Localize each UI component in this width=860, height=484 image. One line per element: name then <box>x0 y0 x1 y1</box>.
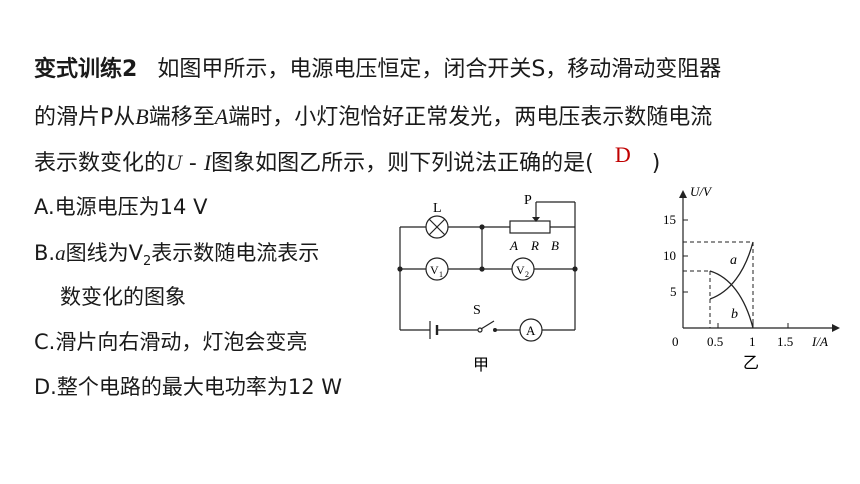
y-axis-arrow-icon <box>679 190 687 198</box>
lamp-symbol <box>425 215 449 239</box>
curve-b <box>709 270 754 329</box>
rheostat-a-label: A <box>509 238 518 253</box>
voltmeter-2-symbol: V 2 <box>511 257 535 281</box>
svg-text:A: A <box>526 323 536 338</box>
origin-label: 0 <box>672 334 679 349</box>
junction-dots <box>397 224 578 272</box>
slider-arrow-icon <box>532 217 540 222</box>
battery-symbol <box>429 321 439 339</box>
svg-text:V: V <box>430 263 439 277</box>
option-c: C.滑片向右滑动，灯泡会变亮 <box>34 330 308 354</box>
svg-text:V: V <box>516 263 525 277</box>
curve-a <box>709 241 754 300</box>
curve-a-label: a <box>730 253 737 268</box>
y-tick-10: 10 <box>663 248 676 263</box>
y-tick-15: 15 <box>663 212 676 227</box>
rheostat-symbol <box>509 220 551 234</box>
y-tick-5: 5 <box>670 284 677 299</box>
dashed-guides <box>683 241 754 328</box>
question-line-2: 的滑片P从B端移至A端时，小灯泡恰好正常发光，两电压表示数随电流 <box>34 104 713 130</box>
option-b-continued: 数变化的图象 <box>60 285 186 309</box>
ammeter-symbol: A <box>519 318 543 342</box>
svg-text:1: 1 <box>439 270 443 279</box>
switch-label: S <box>473 303 481 318</box>
question-line-3: 表示数变化的U - I图象如图乙所示，则下列说法正确的是(D) <box>34 142 661 176</box>
switch-symbol <box>477 320 497 333</box>
rheostat-b-label: B <box>551 238 559 253</box>
circuit-caption: 甲 <box>473 357 489 374</box>
lamp-label: L <box>433 201 442 216</box>
option-a: A.电源电压为14 V <box>34 195 208 219</box>
x-axis-label: I/A <box>811 334 828 349</box>
x-tick-1: 1 <box>749 334 756 349</box>
x-axis-arrow-icon <box>832 324 840 332</box>
y-axis-label: U/V <box>690 184 713 199</box>
slider-label: P <box>524 193 532 208</box>
rheostat-r-label: R <box>530 238 539 253</box>
x-tick-1-5: 1.5 <box>777 334 793 349</box>
graph-caption: 乙 <box>743 355 759 372</box>
u-i-graph: U/V I/A 0 15 10 5 0.5 1 1.5 a b 乙 <box>663 184 840 372</box>
option-d: D.整个电路的最大电功率为12 W <box>34 375 343 399</box>
exercise-title: 变式训练2 <box>34 57 138 82</box>
circuit-diagram: L P A R B V 1 V 2 S A 甲 <box>397 193 578 374</box>
curve-b-label: b <box>731 307 738 322</box>
svg-text:2: 2 <box>525 270 529 279</box>
option-b: B.a图线为V2表示数随电流表示 <box>34 241 320 270</box>
voltmeter-1-symbol: V 1 <box>425 257 449 281</box>
x-tick-0-5: 0.5 <box>707 334 723 349</box>
answer-mark: D <box>614 142 631 167</box>
